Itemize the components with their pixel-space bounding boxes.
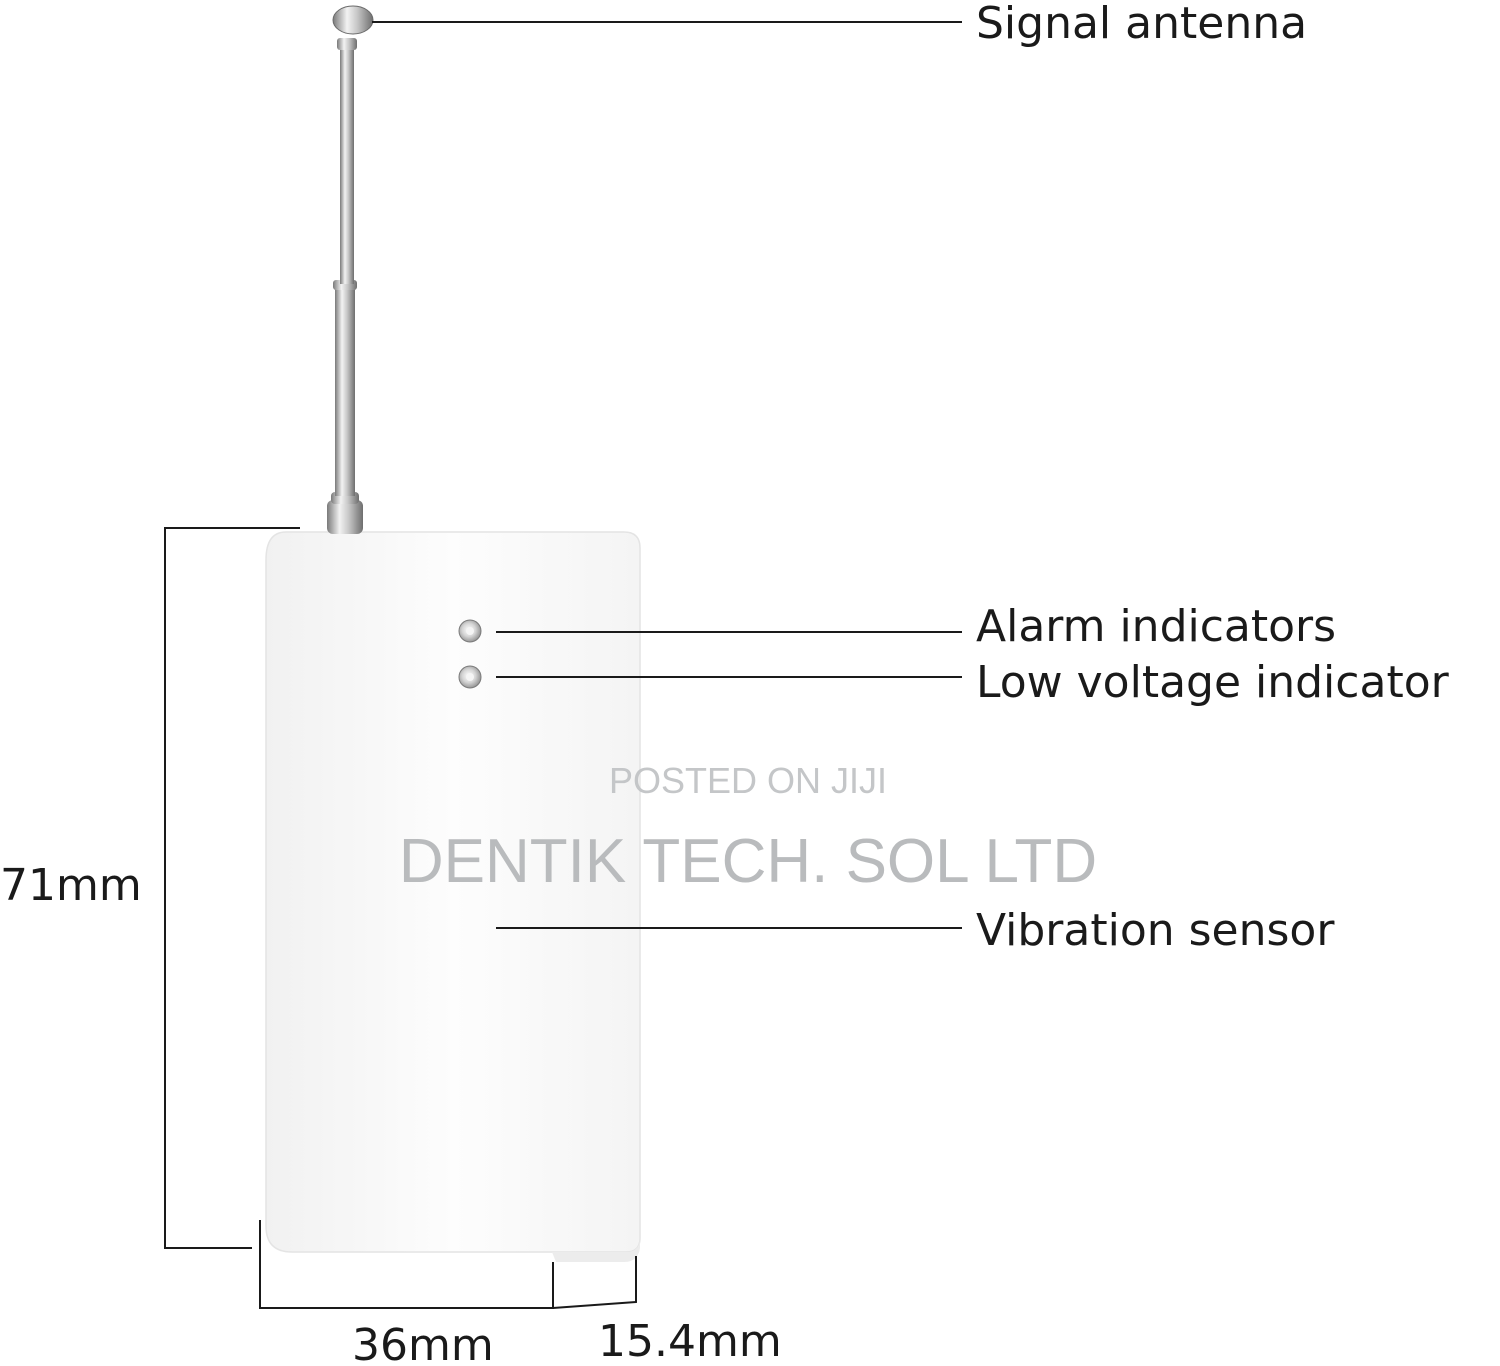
label-vibration-sensor: Vibration sensor [976,905,1335,956]
label-low-voltage-indicator: Low voltage indicator [976,657,1450,708]
antenna-icon [327,5,374,534]
alarm-indicator-led [458,619,482,643]
height-bracket [164,527,300,1249]
depth-bracket [552,1256,637,1309]
width-bracket [259,1220,554,1309]
sensor-device [265,5,641,1262]
watermark-posted: POSTED ON JIJI [609,760,887,801]
dimension-width: 36mm [352,1320,494,1366]
watermark-company: DENTIK TECH. SOL LTD [399,827,1097,896]
label-signal-antenna: Signal antenna [976,0,1307,49]
dimension-depth: 15.4mm [598,1316,782,1366]
dimension-height: 71mm [0,860,142,911]
label-alarm-indicators: Alarm indicators [976,601,1336,652]
device-side-shade [552,1238,640,1262]
low-voltage-indicator-led [458,665,482,689]
